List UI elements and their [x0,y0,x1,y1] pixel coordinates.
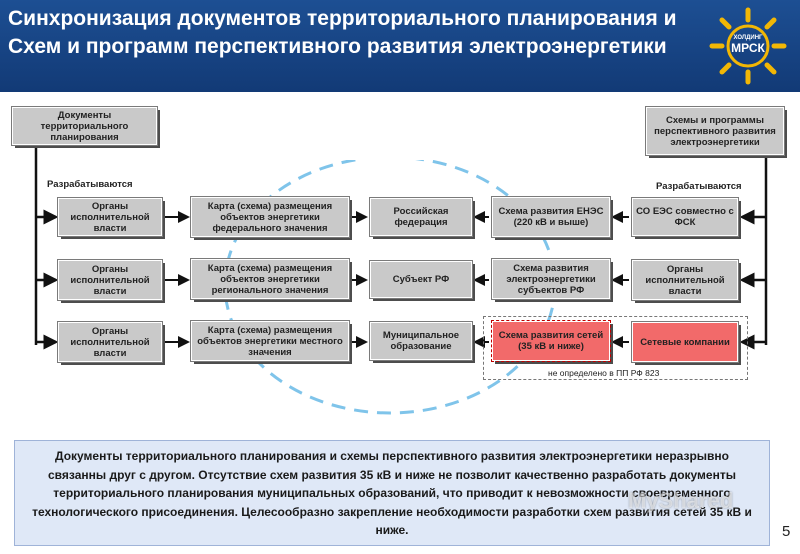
level-box-municipal: Муниципальное образование [369,321,473,361]
map-box-municipal: Карта (схема) размещения объектов энерге… [190,320,350,362]
right-header-box: Схемы и программы перспективного развити… [645,106,785,156]
developer-box-regional: Органы исполнительной власти [631,259,739,301]
undefined-note: не определено в ПП РФ 823 [548,368,660,378]
developer-box-municipal: Сетевые компании [631,321,739,363]
right-develop-label: Разрабатываются [656,181,742,192]
scheme-box-municipal: Схема развития сетей (35 кВ и ниже) [491,320,611,362]
left-develop-label: Разрабатываются [47,179,133,190]
watermark-text: MyShared [628,488,734,513]
authority-box-municipal: Органы исполнительной власти [57,321,163,363]
authority-box-regional: Органы исполнительной власти [57,259,163,301]
page-number: 5 [782,523,791,540]
developer-box-federal: СО ЕЭС совместно с ФСК [631,197,739,237]
logo-small-text: ХОЛДИНГ [734,35,763,41]
left-header-box: Документы территориального планирования [11,106,158,146]
conclusion-text: Документы территориального планирования … [14,440,770,546]
header-bar: Синхронизация документов территориальног… [0,0,800,92]
logo-text: МРСК [731,41,765,55]
scheme-box-federal: Схема развития ЕНЭС (220 кВ и выше) [491,196,611,238]
level-box-regional: Субъект РФ [369,260,473,299]
logo-sun-icon [709,7,787,85]
authority-box-federal: Органы исполнительной власти [57,197,163,237]
undefined-region-frame [483,316,748,380]
map-box-regional: Карта (схема) размещения объектов энерге… [190,258,350,300]
page-title: Синхронизация документов территориальног… [8,7,677,58]
mrsk-logo: ХОЛДИНГ МРСК [709,7,787,85]
level-box-federal: Российская федерация [369,197,473,237]
scheme-box-regional: Схема развития электроэнергетики субъект… [491,258,611,300]
map-box-federal: Карта (схема) размещения объектов энерге… [190,196,350,238]
